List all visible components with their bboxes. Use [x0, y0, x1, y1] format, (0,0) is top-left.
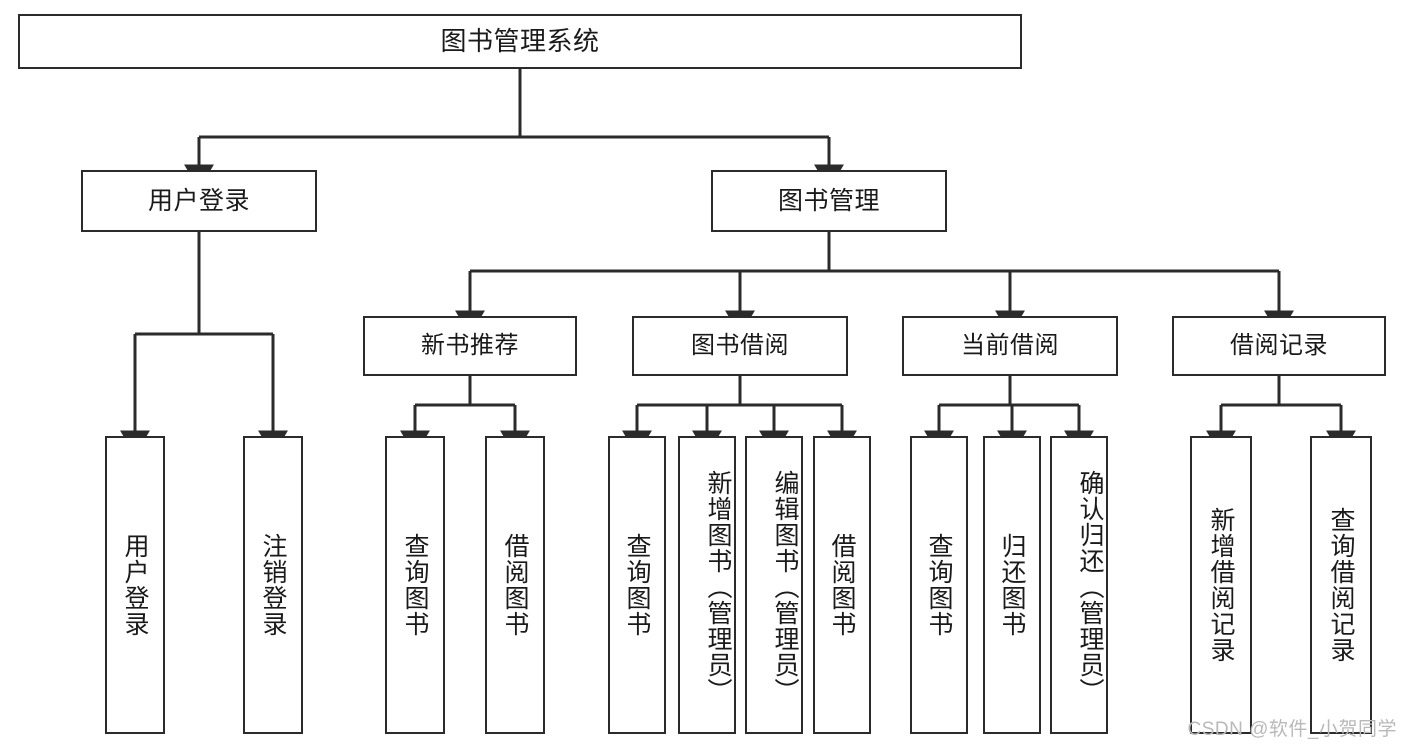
node-leaf-user-login-label: 用户登录 — [121, 533, 149, 637]
node-leaf-borrow-book[interactable]: 借阅图书 — [813, 436, 871, 734]
node-leaf-confirm-return-label: 确认归还（管理员） — [1076, 470, 1104, 704]
node-leaf-add-book[interactable]: 新增图书（管理员） — [678, 436, 736, 734]
node-leaf-edit-book[interactable]: 编辑图书（管理员） — [745, 436, 803, 734]
node-leaf-return-book-label: 归还图书 — [998, 533, 1026, 637]
node-leaf-add-record-label: 新增借阅记录 — [1207, 507, 1235, 663]
node-leaf-logout-login-label: 注销登录 — [259, 533, 287, 637]
node-leaf-query-book-current[interactable]: 查询图书 — [910, 436, 968, 734]
node-leaf-query-book-borrow[interactable]: 查询图书 — [608, 436, 666, 734]
node-borrow-record-label: 借阅记录 — [1230, 331, 1328, 359]
node-borrow-record[interactable]: 借阅记录 — [1172, 316, 1386, 376]
node-user-login-label: 用户登录 — [147, 187, 250, 215]
node-leaf-borrow-book-rec-label: 借阅图书 — [501, 533, 529, 637]
node-book-manage-label: 图书管理 — [777, 187, 880, 215]
node-leaf-edit-book-label: 编辑图书（管理员） — [771, 470, 799, 704]
node-leaf-logout-login[interactable]: 注销登录 — [243, 436, 303, 734]
node-leaf-add-record[interactable]: 新增借阅记录 — [1190, 436, 1252, 734]
node-leaf-user-login[interactable]: 用户登录 — [105, 436, 165, 734]
node-root[interactable]: 图书管理系统 — [18, 14, 1022, 69]
node-book-borrow-label: 图书借阅 — [691, 331, 789, 359]
node-leaf-borrow-book-rec[interactable]: 借阅图书 — [485, 436, 545, 734]
node-leaf-query-record[interactable]: 查询借阅记录 — [1310, 436, 1372, 734]
node-leaf-query-book-current-label: 查询图书 — [925, 533, 953, 637]
node-leaf-query-book-rec[interactable]: 查询图书 — [385, 436, 445, 734]
node-new-book-rec[interactable]: 新书推荐 — [363, 316, 577, 376]
node-current-borrow-label: 当前借阅 — [961, 331, 1059, 359]
node-book-borrow[interactable]: 图书借阅 — [632, 316, 848, 376]
node-leaf-confirm-return[interactable]: 确认归还（管理员） — [1050, 436, 1108, 734]
node-leaf-borrow-book-label: 借阅图书 — [828, 533, 856, 637]
node-new-book-rec-label: 新书推荐 — [421, 331, 519, 359]
node-user-login[interactable]: 用户登录 — [81, 170, 317, 232]
node-leaf-query-book-borrow-label: 查询图书 — [623, 533, 651, 637]
node-leaf-add-book-label: 新增图书（管理员） — [704, 470, 732, 704]
node-leaf-query-book-rec-label: 查询图书 — [401, 533, 429, 637]
node-current-borrow[interactable]: 当前借阅 — [902, 316, 1118, 376]
node-leaf-query-record-label: 查询借阅记录 — [1327, 507, 1355, 663]
node-root-label: 图书管理系统 — [440, 25, 600, 56]
node-leaf-return-book[interactable]: 归还图书 — [983, 436, 1041, 734]
node-book-manage[interactable]: 图书管理 — [711, 170, 947, 232]
